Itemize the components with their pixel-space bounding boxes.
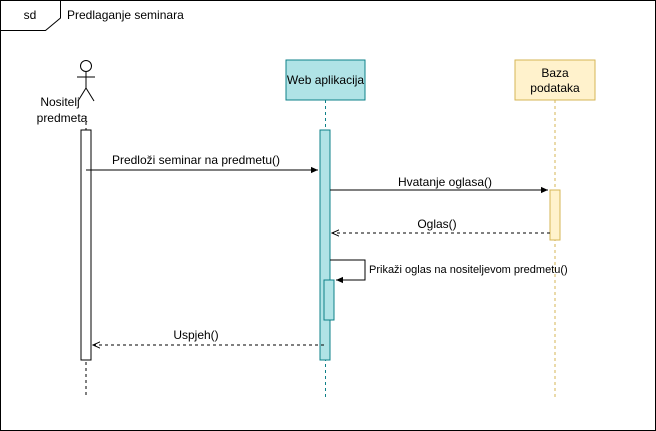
frame-title: Predlaganje seminara xyxy=(67,8,184,22)
message-label-oglas: Oglas() xyxy=(417,217,456,231)
web-app-nested-activation xyxy=(323,279,335,321)
message-label-prikazi: Prikaži oglas na nositeljevom predmetu() xyxy=(369,264,568,276)
database-box xyxy=(514,59,596,101)
actor-leg-right xyxy=(85,87,95,102)
message-label-uspjeh: Uspjeh() xyxy=(173,328,218,342)
database-activation xyxy=(549,189,561,241)
actor-leg-left xyxy=(77,87,87,102)
actor-activation xyxy=(80,129,92,361)
actor-nositelj: Nositelj predmeta xyxy=(37,60,95,125)
web-app-participant: Web aplikacija xyxy=(285,59,366,101)
web-app-activation xyxy=(319,129,331,361)
database-participant: Baza podataka xyxy=(514,59,596,101)
database-label-line1: Baza xyxy=(541,66,569,80)
actor-label-line1: Nositelj xyxy=(40,95,79,109)
web-app-label: Web aplikacija xyxy=(287,73,364,87)
actor-head xyxy=(80,60,92,72)
frame-tag-box xyxy=(0,0,61,31)
frame-tag: sd xyxy=(24,8,37,22)
message-label-hvatanje: Hvatanje oglasa() xyxy=(398,175,492,189)
message-arrow-prikazi xyxy=(330,259,366,284)
actor-label-line2: predmeta xyxy=(37,111,88,125)
message-label-predlozi: Predloži seminar na predmetu() xyxy=(112,153,280,167)
database-label-line2: podataka xyxy=(530,81,580,95)
